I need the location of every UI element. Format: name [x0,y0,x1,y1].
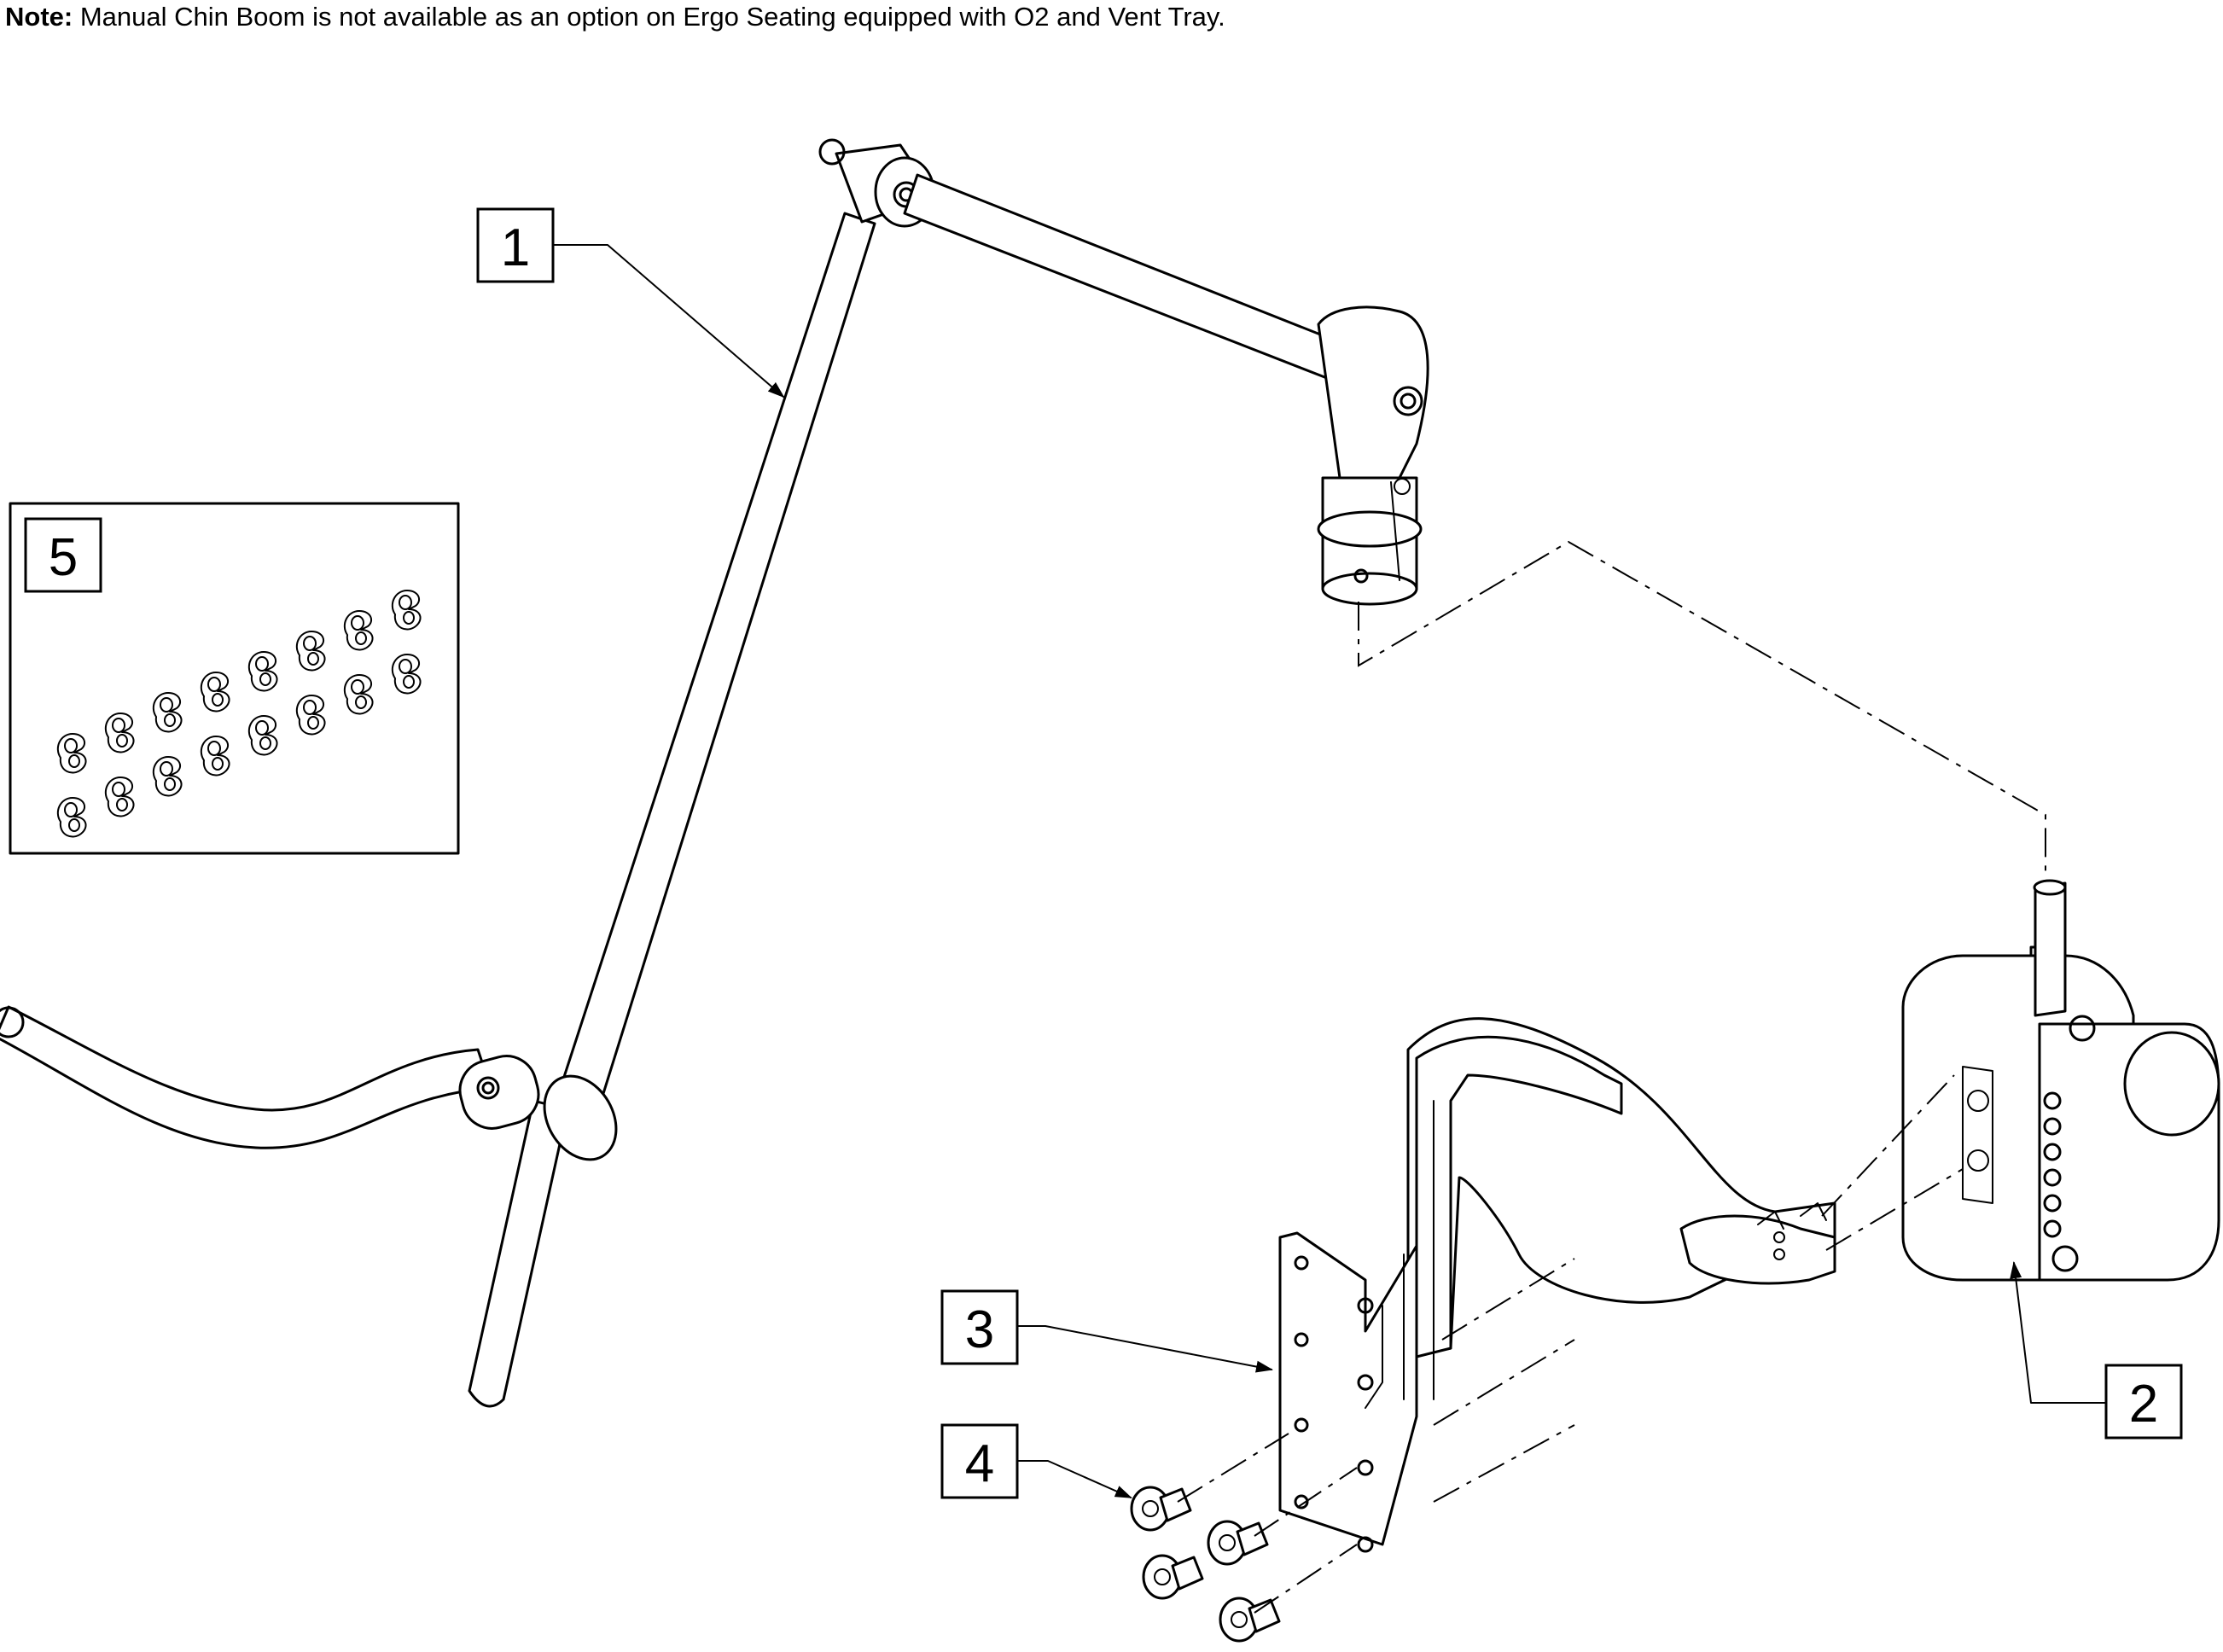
mounting-bracket [1278,1017,1836,1553]
cable-clip [343,674,374,715]
swivel-head [1317,305,1429,606]
leader-3 [1016,1325,1273,1373]
cable-clip [391,654,422,695]
cable-clip [247,651,278,692]
callout-4-label: 4 [965,1434,994,1493]
cable-clip-kit [9,502,460,855]
screw-4 [1219,1597,1281,1643]
flat-head-screws [1130,1486,1281,1643]
cable-clip [56,797,87,838]
callout-1-label: 1 [501,218,530,277]
screw-2 [1207,1520,1269,1566]
leader-1 [552,244,785,398]
callout-3-label: 3 [965,1300,994,1359]
screw-1 [1130,1486,1192,1532]
callout-2-label: 2 [2129,1375,2158,1434]
cable-clip [295,631,326,672]
leader-4 [1016,1460,1132,1498]
assembly-lines [1177,540,2046,1614]
cable-clip [104,777,135,817]
callout-3: 3 [940,1289,1019,1365]
screw-3 [1142,1554,1204,1600]
cable-clip [152,756,183,797]
mounting-block [1901,879,2220,1282]
note-label: Note: [5,2,73,32]
clip-grid [56,590,422,838]
callout-2: 2 [2104,1364,2183,1440]
upper-pivot-joint [818,138,936,228]
cable-clip [343,610,374,651]
callout-5: 5 [24,517,102,593]
callout-1: 1 [476,207,555,283]
lower-clamp [458,1055,618,1161]
leader-2 [2010,1261,2107,1404]
cable-clip [56,733,87,774]
clip-kit-box [9,502,460,855]
callout-4: 4 [940,1423,1019,1499]
chin-boom-assembly [0,138,1429,1408]
note-text: Manual Chin Boom is not available as an … [73,2,1225,32]
cable-clip [295,695,326,736]
diagram-note: Note: Manual Chin Boom is not available … [5,2,1225,32]
cable-clip [152,692,183,733]
leader-lines [552,244,2107,1498]
callout-5-label: 5 [49,528,78,587]
cable-clip [200,672,230,713]
cable-clip [200,736,230,777]
cable-clip [104,713,135,753]
cable-clip [247,715,278,756]
cable-clip [391,590,422,631]
